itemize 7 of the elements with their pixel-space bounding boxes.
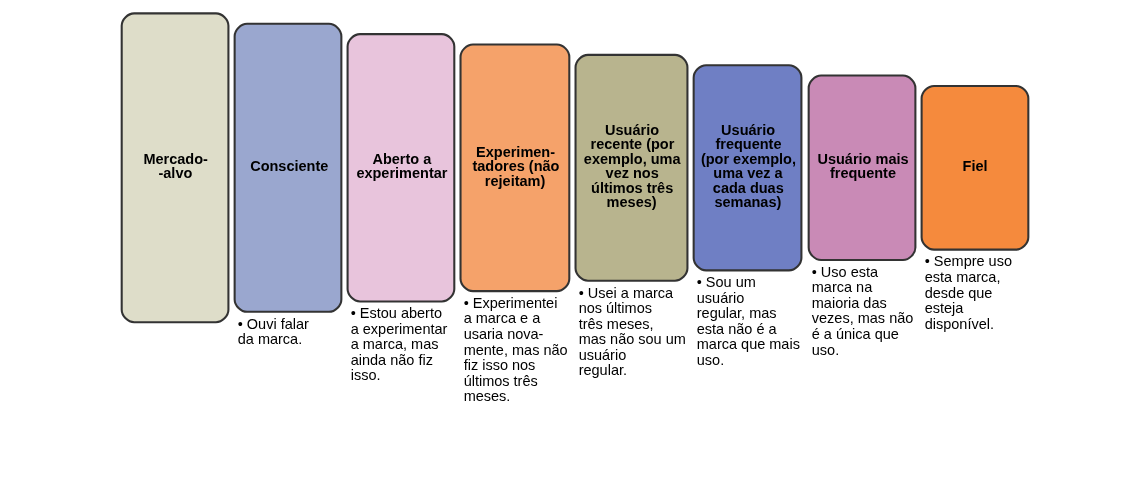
node-label: • Estou aberto a experimentar a marca, mas ainda não fiz isso. xyxy=(350,305,447,384)
node-label: • Usei a marca nos últimos três meses, mas não sou um usuário regular. xyxy=(578,284,686,379)
node-label: • Sou um usuário regular, mas esta não é a marca que mais uso. xyxy=(696,274,800,368)
node-label: • Uso esta marca na maioria das vezes, mas não é a única que uso. xyxy=(811,263,913,358)
node-label: • Sempre uso esta marca, desde que esteja disponível. xyxy=(924,253,1012,332)
node-label: • Experimentei a marca e a usaria nova- mente, mas não fiz isso nos últimos três meses. xyxy=(463,294,568,405)
node-label: • Ouvi falar da marca. xyxy=(237,315,309,348)
